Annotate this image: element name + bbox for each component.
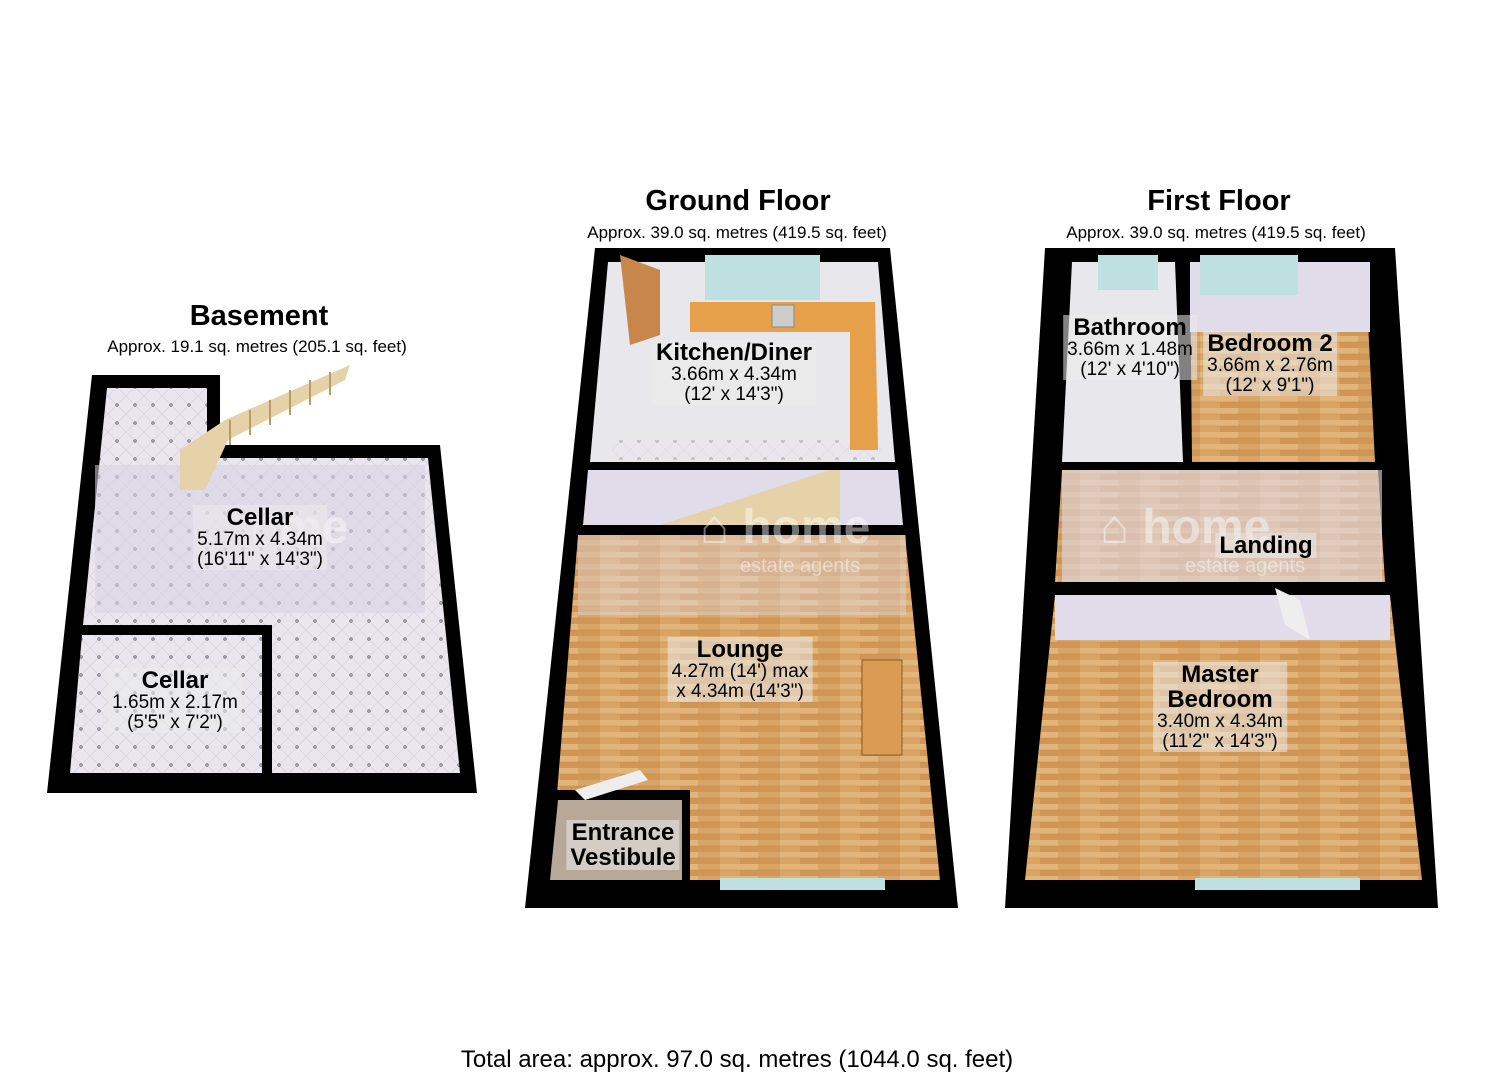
- total-area: Total area: approx. 97.0 sq. metres (104…: [460, 1046, 1014, 1073]
- room-label-bathroom: Bathroom 3.66m x 1.48m (12' x 4'10"): [1063, 314, 1197, 381]
- room-name: Bedroom: [1167, 686, 1273, 714]
- kitchen-worktop: [690, 302, 878, 450]
- bedroom2-window: [1200, 255, 1298, 295]
- watermark-logo: ⌂ home: [700, 501, 871, 554]
- room-label-master-bedroom: Master Bedroom 3.40m x 4.34m (11'2" x 14…: [1153, 661, 1287, 753]
- master-door: [1275, 588, 1310, 640]
- first-floor-area: Approx. 39.0 sq. metres (419.5 sq. feet): [1066, 223, 1366, 242]
- room-dim-imperial: (11'2" x 14'3"): [1162, 731, 1278, 753]
- kitchen-door: [620, 255, 660, 345]
- room-dim-metric: 3.66m x 1.48m: [1067, 339, 1193, 361]
- room-dim-metric: 3.66m x 2.76m: [1207, 355, 1333, 377]
- room-label-cellar: Cellar 5.17m x 4.34m (16'11" x 14'3"): [192, 504, 328, 571]
- basement-stairs: [180, 365, 350, 490]
- lounge-window: [720, 878, 885, 890]
- room-label-bedroom-2: Bedroom 2 3.66m x 2.76m (12' x 9'1"): [1203, 330, 1337, 397]
- lounge-unit: [861, 659, 903, 756]
- first-floor-title: First Floor: [1147, 185, 1291, 217]
- room-name: Lounge: [696, 636, 784, 663]
- master-window: [1195, 878, 1360, 890]
- room-dim-imperial: (12' x 4'10"): [1080, 359, 1180, 381]
- room-dim-imperial: (16'11" x 14'3"): [196, 549, 324, 571]
- room-label-lounge: Lounge 4.27m (14') max x 4.34m (14'3"): [667, 636, 813, 703]
- room-name: Cellar: [226, 504, 294, 531]
- room-name: Entrance: [571, 819, 675, 846]
- room-dim-metric: 5.17m x 4.34m: [197, 529, 323, 551]
- room-label-cellar-small: Cellar 1.65m x 2.17m (5'5" x 7'2"): [108, 667, 242, 734]
- room-dim-metric: 3.66m x 4.34m: [671, 364, 797, 386]
- room-dim-imperial: x 4.34m (14'3"): [676, 681, 804, 703]
- room-label-landing: Landing: [1215, 532, 1317, 559]
- room-name: Vestibule: [570, 844, 676, 872]
- room-label-vestibule: Entrance Vestibule: [566, 819, 680, 872]
- bathroom-window: [1098, 255, 1158, 290]
- ground-floor-title: Ground Floor: [645, 185, 831, 217]
- basement-title: Basement: [189, 300, 329, 332]
- ground-floor-area: Approx. 39.0 sq. metres (419.5 sq. feet): [587, 223, 887, 242]
- watermark-tagline: estate agents: [740, 555, 861, 577]
- kitchen-window: [705, 255, 820, 300]
- room-dim-metric: 3.40m x 4.34m: [1157, 711, 1283, 733]
- room-name: Master: [1181, 661, 1259, 688]
- room-dim-metric: 1.65m x 2.17m: [112, 692, 238, 714]
- room-dim-metric: 4.27m (14') max: [671, 661, 809, 683]
- vestibule-door: [575, 770, 648, 800]
- room-name: Landing: [1219, 532, 1313, 559]
- room-label-kitchen: Kitchen/Diner 3.66m x 4.34m (12' x 14'3"…: [651, 339, 817, 406]
- room-name: Kitchen/Diner: [655, 339, 813, 366]
- room-name: Cellar: [141, 667, 209, 694]
- ground-stairs: [660, 470, 840, 525]
- room-name: Bedroom 2: [1207, 330, 1333, 357]
- basement-area: Approx. 19.1 sq. metres (205.1 sq. feet): [107, 337, 407, 356]
- room-dim-imperial: (5'5" x 7'2"): [127, 712, 223, 734]
- room-dim-imperial: (12' x 9'1"): [1225, 375, 1315, 397]
- room-dim-imperial: (12' x 14'3"): [684, 384, 784, 406]
- kitchen-sink: [771, 304, 795, 328]
- watermark-tagline: estate agents: [1185, 555, 1306, 577]
- room-name: Bathroom: [1073, 314, 1187, 341]
